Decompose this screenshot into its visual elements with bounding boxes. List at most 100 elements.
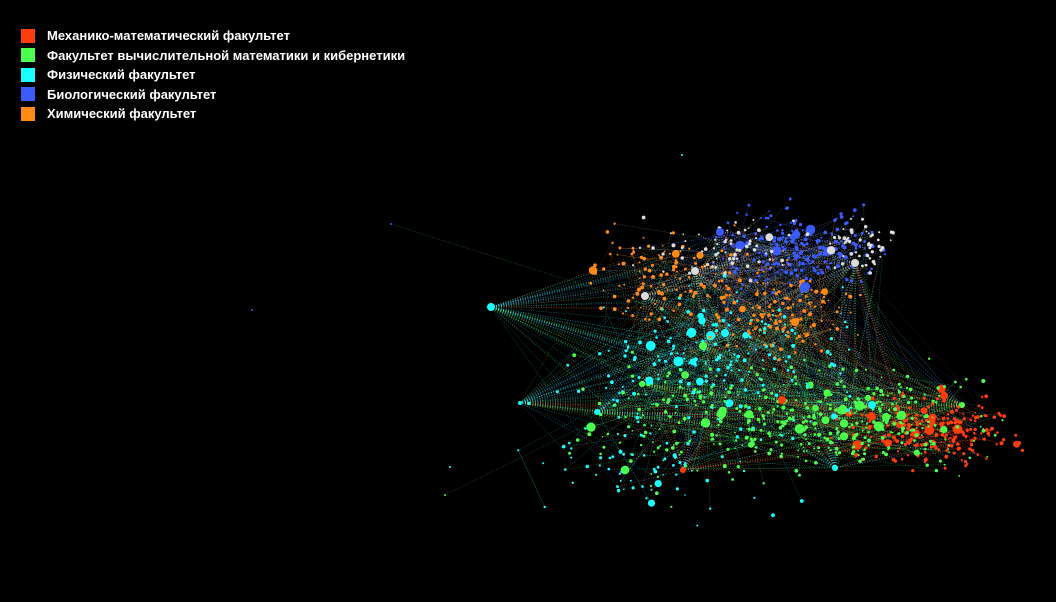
graph-node: [747, 227, 750, 229]
graph-node: [790, 328, 794, 333]
graph-node: [631, 379, 635, 383]
graph-node: [693, 256, 696, 260]
graph-node: [774, 291, 778, 296]
graph-node: [729, 253, 733, 257]
graph-edge: [727, 345, 783, 401]
graph-node: [750, 439, 754, 443]
graph-edge: [596, 249, 882, 413]
graph-node: [696, 524, 699, 527]
graph-node: [816, 271, 820, 275]
graph-edge: [694, 217, 762, 272]
graph-node: [899, 386, 902, 389]
graph-node: [864, 446, 868, 450]
graph-node: [724, 388, 727, 391]
graph-node: [642, 454, 646, 457]
graph-edge: [727, 434, 820, 450]
graph-node: [862, 457, 865, 461]
graph-node: [641, 292, 649, 300]
graph-node: [984, 428, 989, 432]
graph-node: [781, 263, 784, 267]
graph-edge: [641, 383, 872, 417]
graph-edge: [755, 237, 806, 288]
graph-node: [873, 262, 876, 266]
graph-edge: [908, 402, 971, 450]
graph-node: [711, 383, 716, 387]
graph-node: [738, 409, 742, 413]
graph-node: [696, 377, 704, 386]
graph-node: [835, 227, 840, 232]
graph-node: [798, 264, 801, 267]
graph-edge: [596, 387, 901, 413]
graph-node: [631, 486, 635, 490]
graph-edge: [763, 310, 796, 324]
graph-node: [778, 396, 786, 404]
graph-node: [705, 478, 709, 483]
graph-node: [863, 247, 866, 250]
graph-node: [757, 305, 762, 310]
graph-node: [661, 245, 664, 247]
graph-node: [791, 436, 795, 441]
graph-node: [714, 253, 718, 257]
graph-node: [732, 262, 735, 265]
graph-node: [913, 444, 916, 447]
graph-node: [673, 356, 684, 367]
graph-node: [906, 454, 910, 457]
graph-edge: [590, 402, 668, 428]
graph-edge: [490, 306, 887, 418]
graph-node: [760, 216, 763, 219]
graph-node: [674, 405, 678, 409]
graph-node: [733, 270, 737, 275]
graph-edge: [710, 321, 796, 336]
graph-edge: [490, 306, 968, 465]
graph-node: [969, 427, 973, 431]
graph-edge: [490, 247, 724, 308]
graph-node: [684, 240, 687, 242]
graph-edge: [726, 240, 750, 310]
graph-node: [727, 471, 731, 474]
graph-edge: [867, 397, 897, 418]
graph-edge: [871, 404, 949, 424]
graph-edge: [730, 364, 783, 401]
graph-edge: [644, 295, 770, 434]
graph-node: [859, 293, 862, 297]
graph-node: [993, 433, 997, 437]
graph-edge: [702, 239, 716, 347]
graph-node: [768, 305, 771, 309]
graph-node: [602, 267, 606, 271]
graph-node: [925, 463, 929, 467]
graph-node: [752, 273, 754, 275]
graph-node: [762, 482, 765, 485]
graph-edge: [679, 404, 873, 463]
graph-node: [627, 306, 630, 310]
graph-node: [786, 330, 790, 334]
graph-node: [649, 484, 653, 488]
graph-node: [566, 363, 570, 367]
graph-node: [837, 251, 842, 256]
graph-node: [618, 246, 622, 250]
graph-node: [706, 262, 710, 267]
graph-node: [818, 251, 823, 256]
graph-edge: [603, 307, 684, 471]
graph-node: [931, 417, 935, 422]
graph-node: [760, 268, 764, 271]
graph-node: [881, 439, 885, 443]
graph-edge: [641, 244, 773, 385]
graph-node: [681, 379, 683, 381]
graph-edge: [800, 262, 856, 445]
graph-node: [820, 236, 823, 239]
graph-edge: [719, 231, 735, 303]
graph-node: [812, 413, 816, 417]
graph-node: [756, 391, 760, 394]
graph-edge: [854, 262, 983, 408]
graph-edge: [834, 223, 846, 469]
graph-node: [884, 418, 888, 421]
graph-edge: [702, 345, 896, 440]
graph-node: [654, 480, 662, 488]
graph-edge: [719, 231, 837, 453]
graph-node: [845, 325, 849, 329]
graph-edge: [685, 262, 856, 466]
graph-node: [1017, 441, 1022, 445]
graph-node: [792, 370, 796, 374]
graph-node: [798, 473, 801, 477]
graph-node: [803, 243, 806, 247]
